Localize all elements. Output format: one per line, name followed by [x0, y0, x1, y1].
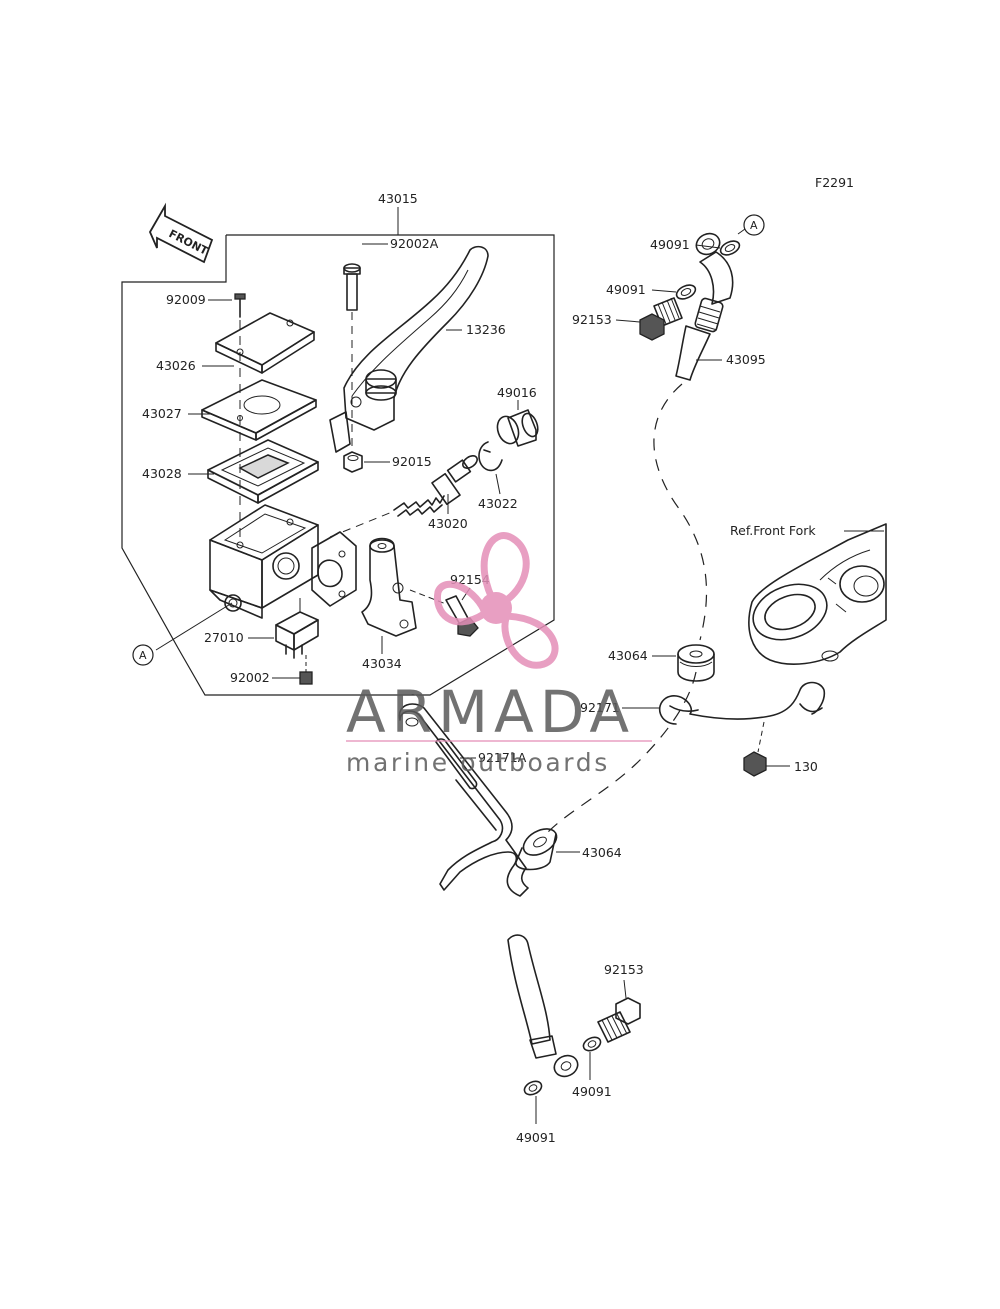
part-label-92171: 92171 — [580, 700, 620, 715]
figure-code: F2291 — [815, 175, 854, 190]
callout-a-top: A — [743, 214, 765, 236]
part-label-43020: 43020 — [428, 516, 468, 531]
bolt-130 — [743, 721, 767, 777]
part-label-92002: 92002 — [230, 670, 270, 685]
watermark-tagline: marine outboards — [346, 748, 610, 777]
part-label-49016: 49016 — [497, 385, 537, 400]
grommet-43064-bottom — [515, 828, 558, 871]
diaphragm-43028 — [207, 439, 319, 504]
brake-lever-13236 — [329, 245, 489, 453]
svg-text:A: A — [750, 219, 758, 232]
screw-92002 — [299, 655, 313, 685]
watermark-brand: ARMADA — [346, 678, 635, 746]
banjo-bolt-92153-bottom — [597, 997, 641, 1043]
propeller-logo-icon — [433, 532, 559, 669]
part-label-13236: 13236 — [466, 322, 506, 337]
part-label-49091-mid: 49091 — [606, 282, 646, 297]
part-label-43034: 43034 — [362, 656, 402, 671]
part-label-92015: 92015 — [392, 454, 432, 469]
diaphragm-plate-43027 — [201, 379, 317, 441]
holder-clamp-43034 — [361, 537, 417, 637]
part-label-43064-top: 43064 — [608, 648, 648, 663]
svg-text:A: A — [139, 649, 147, 662]
part-label-130: 130 — [794, 759, 818, 774]
part-label-43064-bottom: 43064 — [582, 845, 622, 860]
reservoir-cap-43026 — [215, 312, 315, 374]
hose-clamp-92171 — [658, 681, 826, 725]
lower-hose — [507, 934, 579, 1078]
part-label-92009: 92009 — [166, 292, 206, 307]
brake-switch-27010 — [275, 598, 319, 659]
screw-92009 — [234, 293, 246, 318]
assembly-frame — [121, 234, 555, 696]
part-label-43015: 43015 — [378, 191, 418, 206]
part-label-92002A: 92002A — [390, 236, 439, 251]
part-label-43026: 43026 — [156, 358, 196, 373]
watermark: ARMADA marine outboards — [346, 532, 652, 777]
callout-a-left: A — [132, 644, 154, 666]
part-label-92153-top: 92153 — [572, 312, 612, 327]
ref-front-fork-label: Ref.Front Fork — [730, 523, 816, 538]
circlip-43022 — [478, 441, 503, 472]
brake-hose-43095 — [675, 232, 734, 381]
part-label-49091-right: 49091 — [572, 1084, 612, 1099]
part-label-92171A: 92171A — [478, 750, 527, 765]
piston-assembly-43020 — [329, 455, 478, 538]
master-cylinder-body — [209, 504, 357, 619]
part-label-43022: 43022 — [478, 496, 518, 511]
part-label-49091-top: 49091 — [650, 237, 690, 252]
pivot-bolt-92002A — [343, 263, 361, 450]
washer-49091-bottom — [523, 1080, 543, 1096]
dust-boot-49016 — [496, 409, 539, 447]
hose-bracket-92171A — [398, 703, 529, 897]
washer-49091-right — [582, 1036, 602, 1052]
front-arrow-icon: FRONT — [148, 202, 214, 264]
washer-49091-mid — [675, 284, 697, 300]
grommet-43064-top — [677, 644, 715, 682]
part-label-43095: 43095 — [726, 352, 766, 367]
washer-49091-top — [719, 240, 741, 256]
part-label-49091-bottom: 49091 — [516, 1130, 556, 1145]
part-label-92153-bottom: 92153 — [604, 962, 644, 977]
part-label-43028: 43028 — [142, 466, 182, 481]
banjo-bolt-92153-top — [639, 297, 683, 341]
front-fork-clamp — [748, 523, 887, 665]
hose-route-dashed — [653, 383, 708, 641]
nut-92015 — [343, 451, 363, 473]
part-label-43027: 43027 — [142, 406, 182, 421]
part-label-27010: 27010 — [204, 630, 244, 645]
